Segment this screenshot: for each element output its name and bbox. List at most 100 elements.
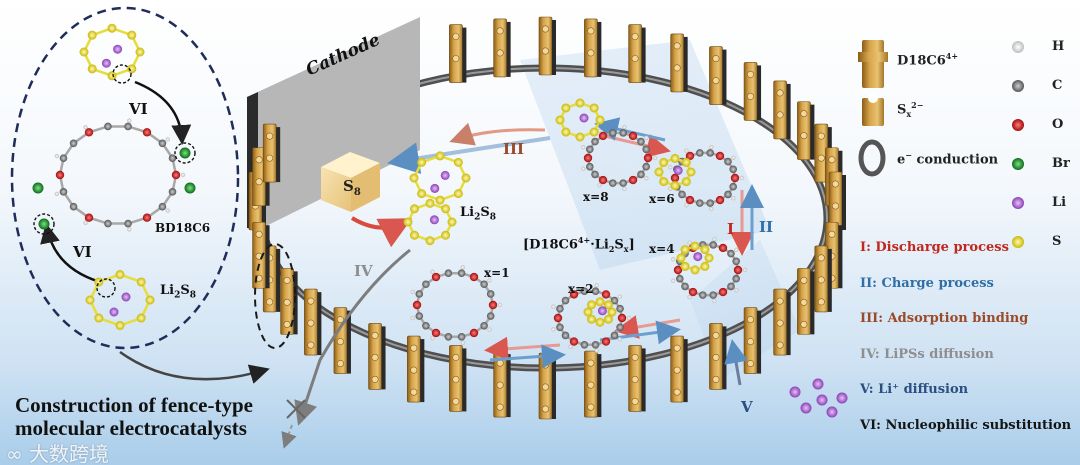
bd18c6-label: BD18C6 xyxy=(155,221,210,235)
roman-III: III xyxy=(503,140,524,158)
process-item-4: IV: LiPSs diffusion xyxy=(860,347,994,362)
x6-label: x=6 xyxy=(649,192,675,206)
roman-I: I xyxy=(727,220,734,238)
bromine-atom-right-top xyxy=(180,148,191,159)
legend-sx-charge: 2− xyxy=(911,100,923,110)
fence-post-back-7 xyxy=(797,102,814,160)
watermark: ∞ 大数跨境 xyxy=(6,438,109,465)
complex-x6-chain xyxy=(655,154,696,190)
fence-post-front-20 xyxy=(539,353,556,419)
fence-post-front-15 xyxy=(744,308,761,374)
legend-atom-s-sphere xyxy=(1012,236,1024,248)
process-item-5: V: Li⁺ diffusion xyxy=(860,382,968,397)
bottom-title-line1: Construction of fence-type xyxy=(15,394,253,417)
roman-VI-top: VI xyxy=(129,100,148,118)
legend-conduction-ring-icon xyxy=(861,142,883,174)
legend-atom-h-label: H xyxy=(1052,39,1064,54)
fence-post-back-1 xyxy=(584,19,601,77)
roman-IV: IV xyxy=(354,262,373,280)
bromine-atom-right-bottom xyxy=(185,183,196,194)
process-item-2: II: Charge process xyxy=(860,276,994,291)
legend-conduction-charge: − xyxy=(905,150,912,160)
fence-post-front-16 xyxy=(709,323,726,389)
fence-post-back-4 xyxy=(709,47,726,105)
fence-post-front-23 xyxy=(407,336,424,402)
li2s8-top-label: Li2S8 xyxy=(460,205,496,223)
fence-post-back-0 xyxy=(539,17,556,75)
complex-label-pre: [D18C6 xyxy=(523,237,578,252)
x4-label: x=4 xyxy=(649,242,675,256)
x8-label: x=8 xyxy=(583,190,609,204)
fence-post-back-10 xyxy=(829,172,846,230)
bromine-atom-left-top xyxy=(33,183,44,194)
fence-post-front-12 xyxy=(815,246,832,312)
li2s8-inset-bottom xyxy=(86,270,155,330)
legend-d18c6-text: D18C6 xyxy=(897,53,946,68)
li2s8-inset-li: Li xyxy=(160,283,174,298)
complex-x8-chain xyxy=(556,99,605,142)
highlight-circle-li-bottom xyxy=(97,279,115,297)
s8-subscript: 8 xyxy=(354,187,361,198)
bd18c6-molecule xyxy=(55,118,185,231)
arrow-discharge-4 xyxy=(490,345,560,350)
li2s8-top-sub2: 8 xyxy=(490,213,496,223)
complex-x4-chain xyxy=(677,242,714,275)
fence-post-front-18 xyxy=(629,345,646,411)
li2s8-inset-label: Li2S8 xyxy=(160,283,196,301)
bottom-title: Construction of fence-type molecular ele… xyxy=(15,394,253,440)
legend-atom-c-label: C xyxy=(1052,78,1062,93)
complex-label-post: ] xyxy=(629,237,635,252)
legend-atom-s-label: S xyxy=(1052,234,1061,249)
process-item-1: I: Discharge process xyxy=(860,240,1009,255)
legend-atom-o-label: O xyxy=(1052,117,1063,132)
fence-post-back-5 xyxy=(744,62,761,120)
li2s8-inset-sub2: 8 xyxy=(190,291,196,301)
fence-post-back-38 xyxy=(449,25,466,83)
legend-atom-li-label: Li xyxy=(1052,195,1066,210)
legend-atom-li-sphere xyxy=(1012,197,1024,209)
legend-atom-o-sphere xyxy=(1012,119,1024,131)
lithium-ion-2 xyxy=(817,395,828,406)
arrow-s8-to-li2s8 xyxy=(352,218,405,228)
roman-V: V xyxy=(741,398,753,416)
legend-d18c6-label: D18C64+ xyxy=(897,51,958,68)
legend-atom-br-sphere xyxy=(1012,158,1024,170)
s8-label: S8 xyxy=(343,177,361,198)
fence-post-back-3 xyxy=(671,34,688,92)
complex-center-label: [D18C64+·Li2Sx] xyxy=(523,235,635,254)
legend-atom-spheres xyxy=(1012,41,1024,248)
fence-post-front-24 xyxy=(369,323,386,389)
lithium-ion-4 xyxy=(827,407,838,418)
lithium-ion-3 xyxy=(813,379,824,390)
fence-post-front-29 xyxy=(253,222,270,288)
fence-post-front-22 xyxy=(449,345,466,411)
blocked-escape-arrow xyxy=(285,425,292,445)
fence-post-front-19 xyxy=(584,351,601,417)
fence-post-front-17 xyxy=(671,336,688,402)
lithium-ion-1 xyxy=(801,403,812,414)
li2s8-inset-top xyxy=(80,24,145,81)
legend-d18c6-charge: 4+ xyxy=(946,51,958,61)
arrow-inset-to-fence xyxy=(120,352,265,379)
s8-symbol: S xyxy=(343,177,354,195)
process-item-6: VI: Nucleophilic substitution xyxy=(860,418,1071,433)
bromine-atom-left-bottom xyxy=(39,219,50,230)
complex-label-charge: 4+ xyxy=(578,235,590,245)
legend-sx-text: S xyxy=(897,102,906,117)
legend-sx-label: Sx2− xyxy=(897,100,923,119)
complex-label-li: ·Li xyxy=(590,237,609,252)
arrow-adsorption xyxy=(455,130,545,140)
legend-atom-h-sphere xyxy=(1012,41,1024,53)
fence-post-front-13 xyxy=(797,268,814,334)
process-item-3: III: Adsorption binding xyxy=(860,311,1028,326)
fence-post-back-39 xyxy=(494,19,511,77)
lithium-ion-5 xyxy=(837,393,848,404)
legend-sx-icon xyxy=(862,93,884,126)
bottom-title-line2: molecular electrocatalysts xyxy=(15,417,253,440)
fence-post-back-2 xyxy=(629,25,646,83)
legend-sx-subscript: x xyxy=(906,109,911,119)
li2s8-inset-s: S xyxy=(180,283,189,298)
fence-post-front-26 xyxy=(304,289,321,355)
roman-II: II xyxy=(759,218,773,236)
